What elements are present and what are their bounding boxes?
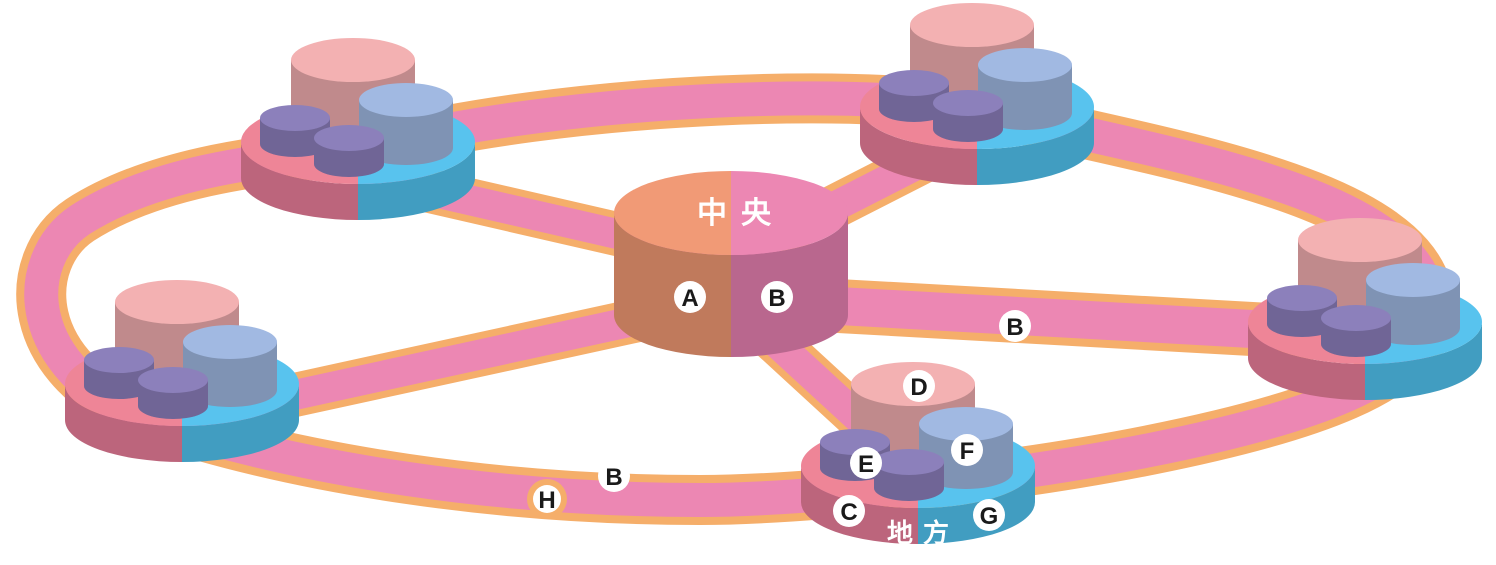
link-marker-h: H: [527, 479, 567, 519]
local-title-char-2: 方: [923, 518, 949, 549]
purple-cylinder-2-top: [933, 90, 1003, 116]
base-side-right: [918, 466, 1035, 544]
purple-cylinder-1-top: [84, 347, 154, 373]
label-c: C: [840, 499, 857, 526]
tall-cylinder-top: [910, 3, 1034, 47]
central-side-left: [614, 213, 731, 357]
central-side-right: [731, 213, 848, 357]
base-side-left: [1248, 322, 1365, 400]
purple-cylinder-2-top: [1321, 305, 1391, 331]
tall-cylinder-top: [115, 280, 239, 324]
central-node[interactable]: 中 央 A B: [614, 171, 848, 357]
label-badge-g: G: [973, 499, 1005, 531]
link-label-b-right: B: [999, 310, 1031, 342]
blue-cylinder-top: [978, 48, 1072, 82]
label-b-central: B: [768, 285, 785, 312]
label-b-ring: B: [605, 464, 622, 491]
satellite-node-top-right[interactable]: [860, 3, 1094, 185]
label-d: D: [910, 374, 927, 401]
purple-cylinder-1: [1267, 285, 1337, 337]
label-badge-b-central: B: [761, 281, 793, 313]
label-badge-a: A: [674, 281, 706, 313]
purple-cylinder-2-top: [314, 125, 384, 151]
base-side-left: [860, 107, 977, 185]
tall-cylinder-top: [291, 38, 415, 82]
label-g: G: [980, 503, 999, 530]
central-title-char-2: 央: [741, 196, 772, 231]
nodes-layer: [65, 3, 1482, 544]
blue-cylinder-top: [1366, 263, 1460, 297]
label-badge-c: C: [833, 495, 865, 527]
purple-cylinder-2-top: [138, 367, 208, 393]
label-badge-f: F: [951, 434, 983, 466]
purple-cylinder-1: [84, 347, 154, 399]
label-f: F: [960, 438, 975, 465]
base-side-left: [65, 384, 182, 462]
label-e: E: [858, 451, 874, 478]
blue-cylinder-top: [359, 83, 453, 117]
base-side-right: [182, 384, 299, 462]
purple-cylinder-1-top: [820, 429, 890, 455]
tall-cylinder-top: [1298, 218, 1422, 262]
satellite-node-right[interactable]: [1248, 218, 1482, 400]
purple-cylinder-2: [138, 367, 208, 419]
blue-cylinder-top: [183, 325, 277, 359]
central-title-char-1: 中: [697, 196, 727, 231]
label-badge-d: D: [903, 370, 935, 402]
purple-cylinder-1-top: [879, 70, 949, 96]
central-top-right: [731, 171, 848, 255]
purple-cylinder-1: [879, 70, 949, 122]
satellite-node-left[interactable]: [65, 280, 299, 462]
purple-cylinder-1: [260, 105, 330, 157]
purple-cylinder-1-top: [260, 105, 330, 131]
local-title-char-1: 地: [887, 519, 913, 549]
satellite-node-top-left[interactable]: [241, 38, 475, 220]
label-h: H: [538, 487, 555, 514]
purple-cylinder-2: [1321, 305, 1391, 357]
purple-cylinder-2: [933, 90, 1003, 142]
central-top-left: [614, 171, 731, 255]
label-a: A: [681, 285, 698, 312]
label-b-spoke: B: [1006, 314, 1023, 341]
blue-cylinder-top: [919, 407, 1013, 441]
link-label-b-bottom: B: [598, 460, 630, 492]
label-badge-e: E: [850, 447, 882, 479]
local-node-labels: D E F C G 地 方: [833, 370, 1005, 549]
base-side-right: [358, 142, 475, 220]
base-side-right: [977, 107, 1094, 185]
base-side-right: [1365, 322, 1482, 400]
purple-cylinder-2-top: [874, 449, 944, 475]
purple-cylinder-2: [314, 125, 384, 177]
purple-cylinder-2: [874, 449, 944, 501]
base-side-left: [241, 142, 358, 220]
purple-cylinder-1-top: [1267, 285, 1337, 311]
